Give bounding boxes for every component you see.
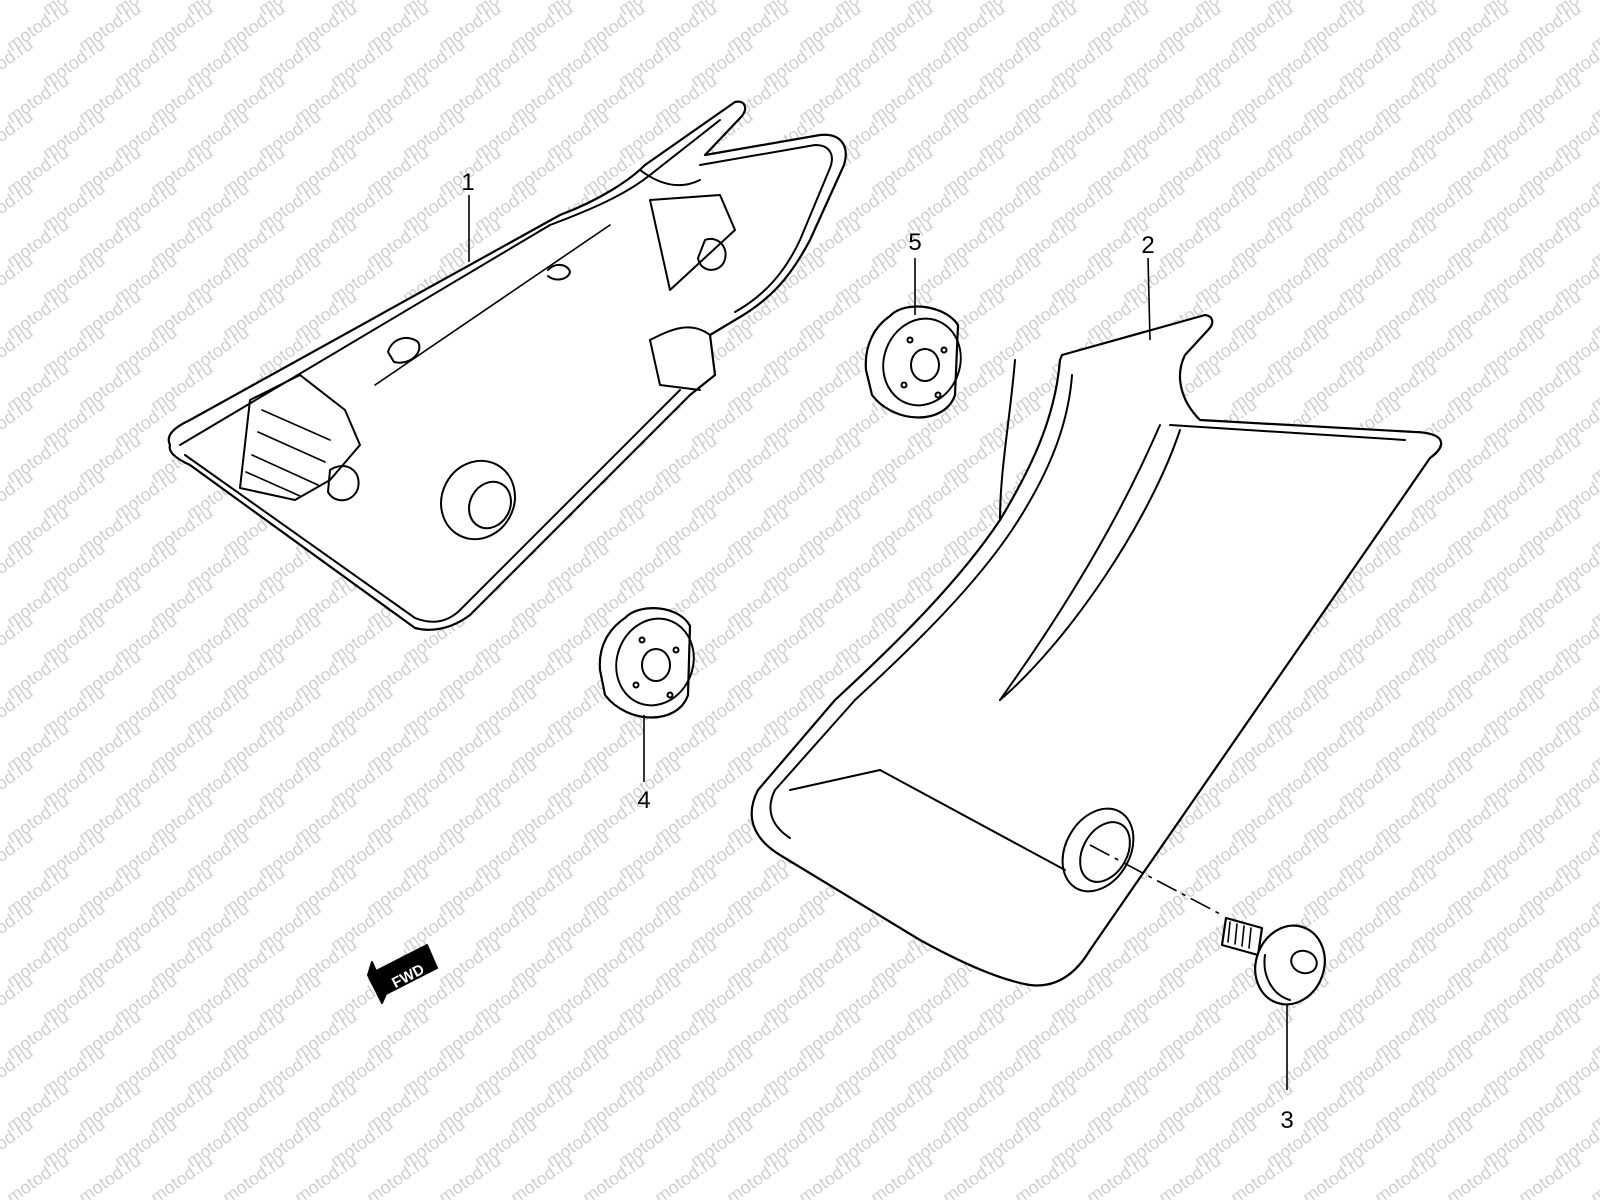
part-5-grommet xyxy=(864,305,962,419)
part-1-side-cover xyxy=(167,100,847,631)
part-2-side-cover xyxy=(750,313,1443,987)
leader-2 xyxy=(1147,257,1151,341)
callout-2: 2 xyxy=(1141,232,1154,259)
arrow-left-icon xyxy=(367,944,438,1004)
leader-lines xyxy=(468,195,1288,1090)
callout-3: 3 xyxy=(1280,1107,1293,1134)
callout-1: 1 xyxy=(461,169,474,196)
callout-5: 5 xyxy=(908,229,921,256)
assembly-axis-line xyxy=(1089,844,1223,916)
fwd-indicator: FWD xyxy=(367,944,438,1004)
callout-4: 4 xyxy=(637,787,650,814)
part-3-bolt xyxy=(1220,916,1326,1006)
part-4-grommet xyxy=(598,607,695,719)
